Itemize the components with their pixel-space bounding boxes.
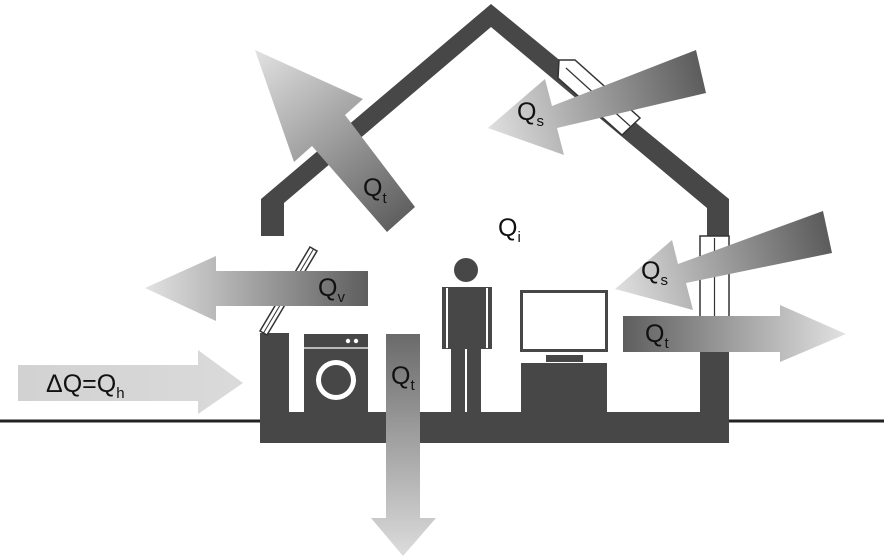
label-wall-solar: Qs (641, 257, 668, 289)
label-internal-gains: Qi (498, 214, 521, 246)
roof-solar-subscript: s (536, 113, 544, 130)
label-floor-transmission: Qt (391, 362, 415, 394)
roof (261, 4, 729, 237)
heating-demand-arrow (18, 350, 243, 414)
ventilation-arrow (145, 256, 368, 321)
floor-transmission-symbol: Q (391, 362, 410, 390)
ventilation-subscript: v (337, 289, 345, 306)
floor-transmission-subscript: t (410, 377, 415, 394)
roof-solar-symbol: Q (517, 98, 536, 126)
label-roof-transmission: Qt (363, 174, 387, 207)
floor-transmission-arrow (371, 334, 436, 556)
wall-transmission-symbol: Q (645, 320, 664, 348)
internal-gains-symbol: Q (498, 214, 517, 242)
label-ventilation: Qv (318, 274, 345, 306)
roof-transmission-symbol: Q (363, 174, 382, 202)
television-icon (520, 290, 608, 412)
internal-gains-subscript: i (517, 229, 520, 246)
roof-solar-arrow (488, 50, 706, 155)
ventilation-symbol: Q (318, 274, 337, 302)
wall-solar-arrow (615, 211, 832, 310)
floor-slab (260, 412, 729, 443)
label-wall-transmission: Qt (645, 320, 669, 352)
roof-transmission-arrow (255, 50, 415, 232)
washing-machine-icon (304, 334, 368, 412)
roof-transmission-subscript: t (382, 190, 387, 207)
heating-demand-subscript: h (116, 385, 124, 402)
label-heating-demand: ΔQ=Qh (46, 370, 125, 402)
label-roof-solar: Qs (517, 98, 544, 130)
wall-transmission-subscript: t (664, 335, 669, 352)
wall-transmission-arrow (623, 305, 846, 362)
wall-solar-symbol: Q (641, 257, 660, 285)
person-icon (442, 258, 492, 412)
wall-solar-subscript: s (660, 272, 668, 289)
heating-demand-symbol: ΔQ=Q (46, 370, 116, 398)
